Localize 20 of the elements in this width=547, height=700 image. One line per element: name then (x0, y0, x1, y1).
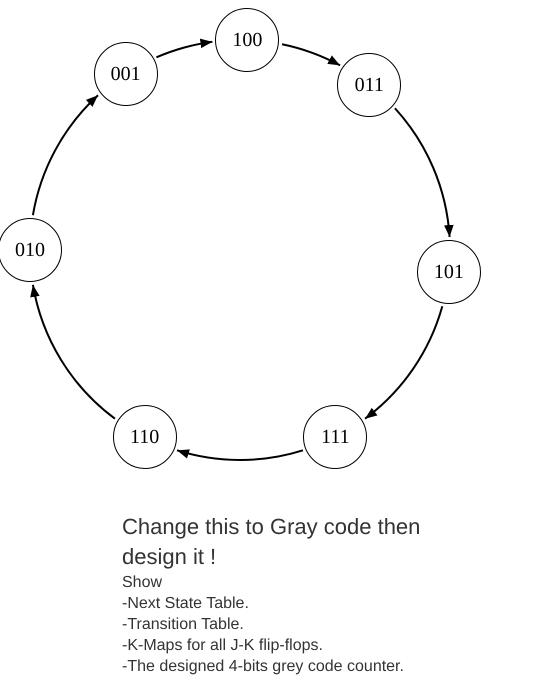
state-label: 101 (434, 260, 464, 285)
arrow (32, 94, 99, 216)
arrow (176, 448, 304, 461)
state-label: 011 (354, 72, 384, 98)
state-label: 111 (321, 425, 350, 450)
state-label: 001 (110, 62, 141, 87)
state-label: 100 (232, 28, 262, 54)
instruction-text: -Next State Table. (122, 594, 250, 614)
arrow (364, 306, 444, 420)
instruction-text: -The designed 4-bits grey code counter. (122, 657, 405, 677)
instruction-text: -Transition Table. (122, 615, 245, 635)
arrow (30, 284, 116, 420)
instruction-heading: Change this to Gray code then design it ! (122, 513, 422, 571)
arrow (156, 38, 213, 58)
state-label: 010 (15, 238, 45, 263)
arrow (394, 108, 454, 238)
instruction-text: Show (122, 573, 164, 593)
state-label: 110 (130, 425, 160, 450)
instruction-text: -K-Maps for all J-K flip-flops. (122, 636, 324, 656)
arrow (282, 43, 340, 66)
